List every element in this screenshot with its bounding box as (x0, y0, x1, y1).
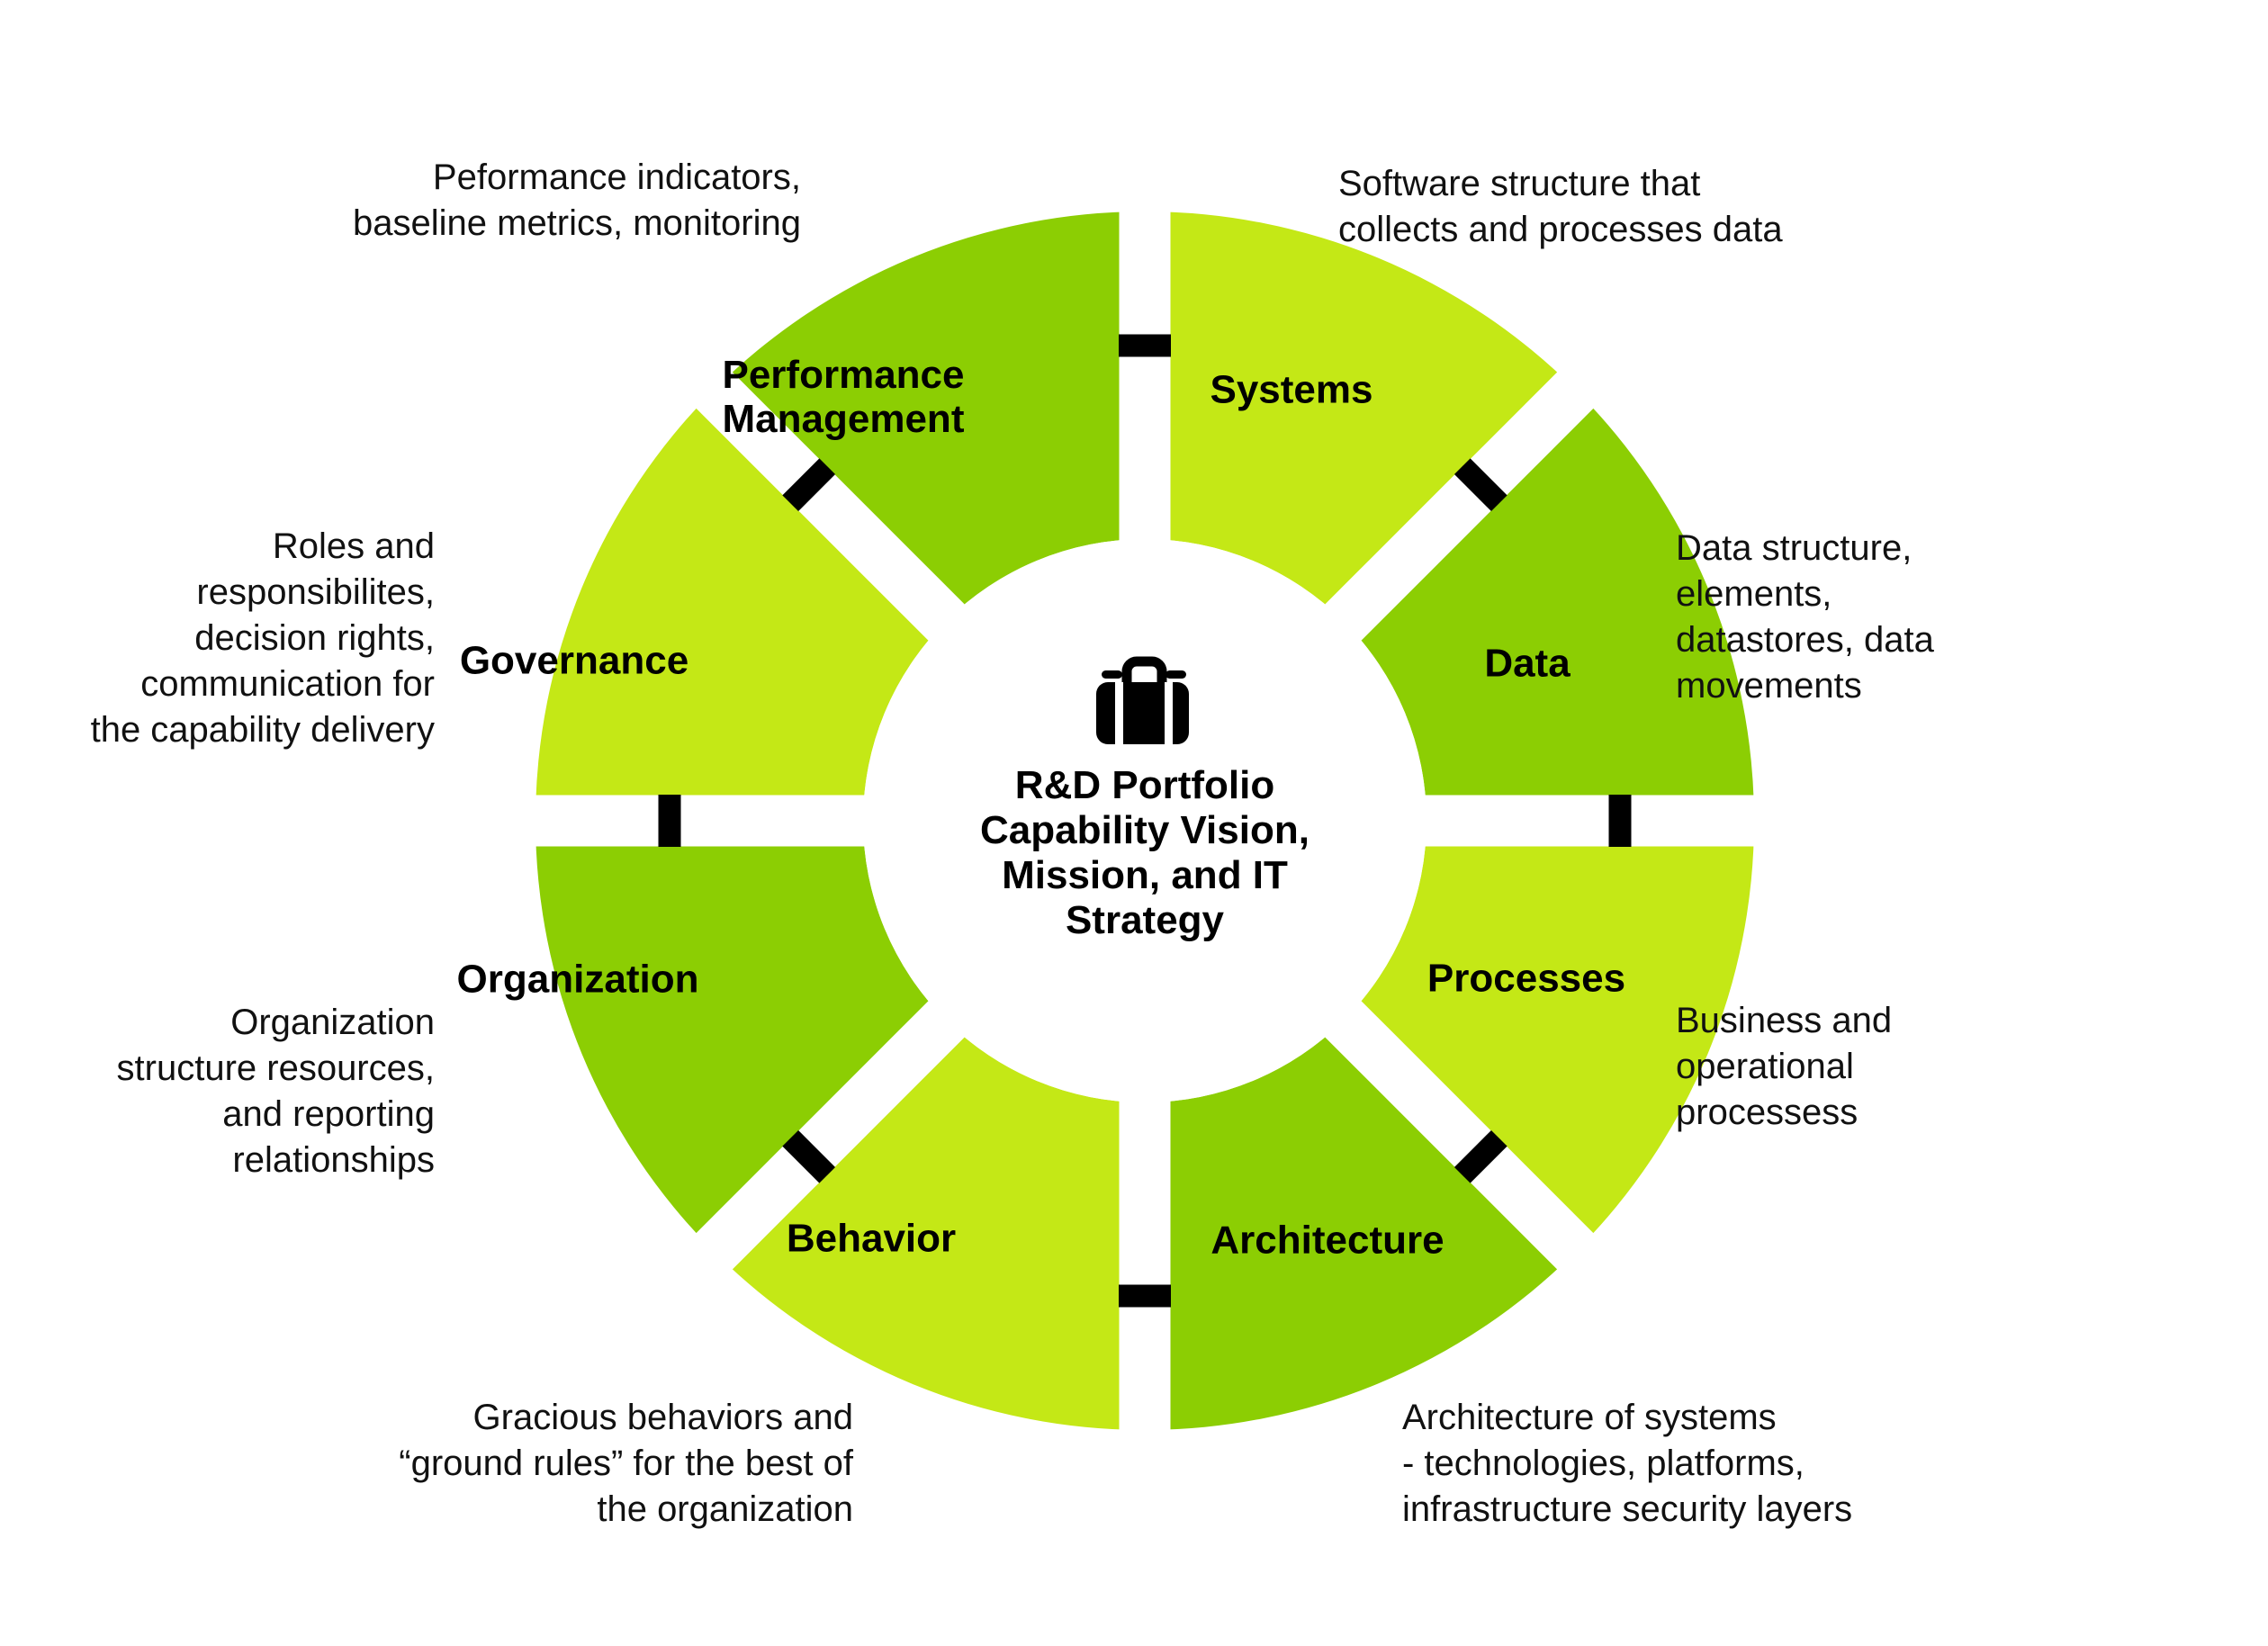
text-line: and reporting (222, 1094, 435, 1134)
segment-label-behavior: Behavior (787, 1217, 956, 1261)
text-line: the capability delivery (90, 710, 435, 750)
text-line: responsibilites, (196, 572, 435, 612)
center-hub (863, 539, 1426, 1102)
segment-description-architecture: Architecture of systems - technologies, p… (1402, 1395, 1852, 1533)
text-line: movements (1676, 666, 1862, 706)
text-line: R&D Portfolio (1014, 763, 1275, 807)
text-line: relationships (232, 1140, 435, 1180)
segment-label-data: Data (1484, 642, 1570, 686)
connector-left (658, 795, 681, 847)
text-line: Gracious behaviors and (472, 1398, 853, 1437)
text-line: Architecture (1210, 1218, 1444, 1263)
text-line: the organization (597, 1489, 853, 1529)
text-line: Performance (722, 353, 965, 397)
connector-bottom-right (1454, 1129, 1508, 1183)
segment-label-governance: Governance (460, 639, 688, 683)
text-line: Business and (1676, 1001, 1893, 1040)
segment-label-architecture: Architecture (1210, 1219, 1444, 1263)
segment-description-processes: Business and operational processess (1676, 998, 1892, 1136)
text-line: Mission, and IT (1002, 853, 1288, 897)
text-line: Data (1484, 641, 1570, 686)
text-line: Processes (1426, 956, 1626, 1001)
segment-organization-shape (536, 821, 946, 1252)
text-line: Organization (456, 957, 699, 1002)
segment-description-data: Data structure, elements, datastores, data… (1676, 526, 1934, 709)
text-line: Software structure that (1338, 164, 1701, 203)
text-line: Data structure, (1676, 528, 1912, 568)
text-line: structure resources, (116, 1048, 435, 1088)
segment-description-systems: Software structure that collects and proc… (1338, 161, 1783, 253)
text-line: Systems (1210, 367, 1373, 412)
connector-top-left (782, 458, 836, 512)
text-line: - technologies, platforms, (1402, 1444, 1804, 1483)
segment-label-organization: Organization (457, 958, 699, 1002)
text-line: Capability Vision, (980, 808, 1310, 852)
text-line: Architecture of systems (1402, 1398, 1777, 1437)
segment-data-shape (1344, 390, 1754, 821)
text-line: “ground rules” for the best of (399, 1444, 853, 1483)
text-line: communication for (140, 664, 435, 704)
connector-bottom-left (782, 1129, 836, 1183)
text-line: operational (1676, 1047, 1854, 1086)
segment-performance-management-shape (714, 211, 1145, 622)
segment-architecture-shape (1145, 1020, 1576, 1430)
text-line: decision rights, (194, 618, 435, 658)
connector-right (1608, 795, 1632, 847)
text-line: Behavior (786, 1216, 957, 1261)
segment-label-processes: Processes (1427, 957, 1625, 1001)
connector-bottom (1119, 1284, 1171, 1308)
segment-behavior-shape (714, 1020, 1145, 1430)
text-line: Roles and (272, 526, 435, 566)
connector-top (1119, 334, 1171, 357)
text-line: infrastructure security layers (1402, 1489, 1853, 1529)
segment-description-governance: Roles and responsibilites, decision rights… (91, 524, 435, 753)
segment-description-behavior: Gracious behaviors and “ground rules” for… (399, 1395, 853, 1533)
segment-label-systems: Systems (1210, 368, 1372, 412)
text-line: baseline metrics, monitoring (353, 203, 801, 243)
segment-description-performance-management: Peformance indicators, baseline metrics, … (353, 155, 801, 247)
segment-systems-shape (1145, 211, 1576, 622)
text-line: collects and processes data (1338, 210, 1783, 249)
text-line: Strategy (1065, 898, 1225, 942)
segment-description-organization: Organization structure resources, and repo… (117, 1000, 435, 1183)
connector-top-right (1454, 458, 1508, 512)
text-line: processess (1676, 1093, 1858, 1132)
text-line: Governance (459, 638, 689, 683)
segment-governance-shape (536, 390, 946, 821)
segment-processes-shape (1344, 821, 1754, 1252)
text-line: Management (722, 397, 965, 441)
text-line: Organization (230, 1003, 435, 1042)
text-line: Peformance indicators, (432, 157, 801, 197)
briefcase-icon (1096, 656, 1189, 744)
text-line: datastores, data (1676, 620, 1934, 660)
text-line: elements, (1676, 574, 1832, 614)
